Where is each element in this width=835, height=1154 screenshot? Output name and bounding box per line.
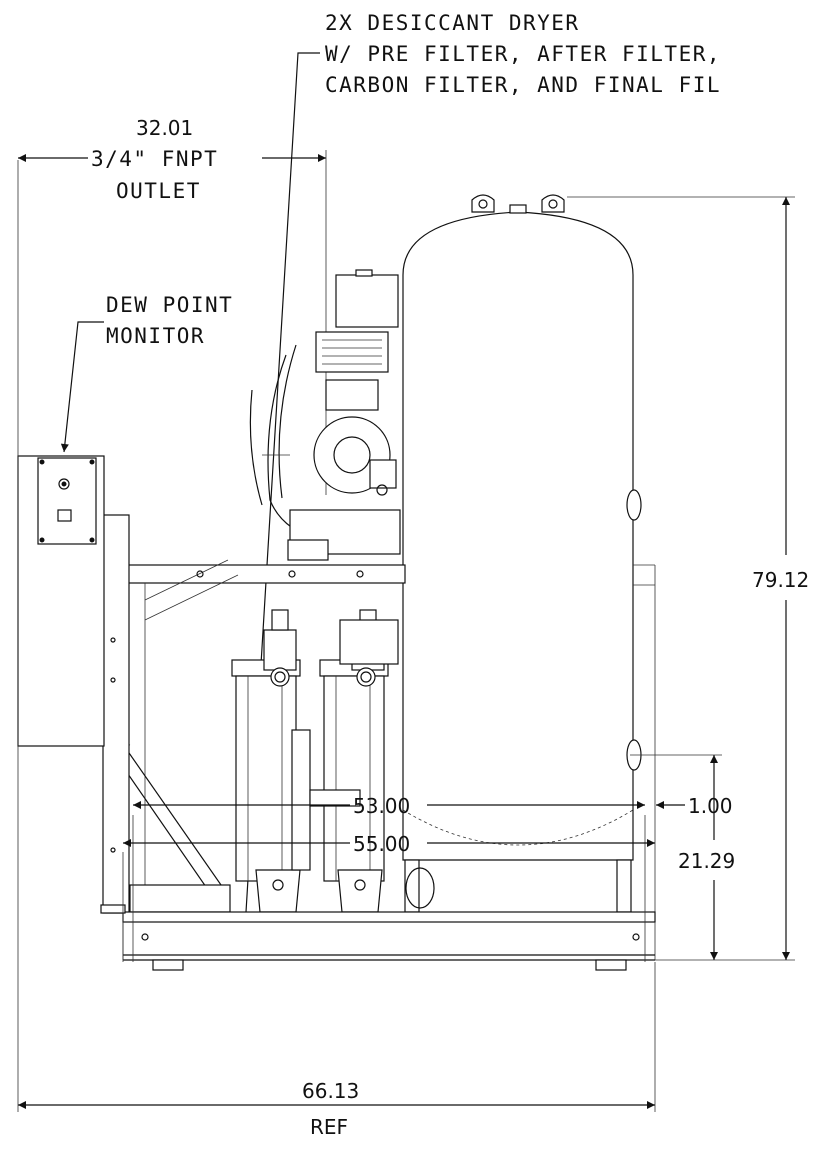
- outlet-offset-dimension: 32.01: [136, 116, 193, 140]
- desiccant-dryer-left: [231, 609, 311, 913]
- monitor-leader-line: [60, 321, 104, 453]
- base-outer-width-dimension-line: [122, 839, 655, 962]
- overall-height-dimension: 79.12: [752, 568, 809, 592]
- overall-width-dimension: 66.13: [302, 1079, 359, 1103]
- dew-point-monitor: [17, 455, 105, 747]
- equipment-outline: [17, 194, 656, 971]
- base-gap-dimension: 1.00: [688, 794, 733, 818]
- base-outer-width-dimension: 55.00: [353, 832, 410, 856]
- dryer-callout-line1: 2X DESICCANT DRYER: [325, 11, 580, 35]
- overall-width-dimension-line: [17, 160, 656, 1112]
- dryer-callout-line3: CARBON FILTER, AND FINAL FIL: [325, 73, 721, 97]
- desiccant-dryer-right: [309, 609, 435, 913]
- base-plate: [100, 904, 656, 971]
- base-inner-width-dimension: 53.00: [353, 794, 410, 818]
- outlet-callout-line2: OUTLET: [116, 179, 201, 203]
- compressor-pump: [249, 269, 401, 561]
- overall-width-ref-note: REF: [310, 1115, 348, 1139]
- monitor-callout-line1: DEW POINT: [106, 293, 233, 317]
- outlet-callout-line1: 3/4" FNPT: [91, 147, 218, 171]
- outlet-height-dimension: 21.29: [678, 849, 735, 873]
- overall-height-dimension-line: [567, 196, 795, 961]
- dryer-callout-line2: W/ PRE FILTER, AFTER FILTER,: [325, 42, 721, 66]
- receiver-tank: [402, 194, 656, 913]
- dryer-leader-line: [245, 52, 320, 913]
- outlet-height-dimension-line: [630, 754, 722, 960]
- base-inner-width-dimension-line: [132, 801, 646, 962]
- monitor-callout-line2: MONITOR: [106, 324, 205, 348]
